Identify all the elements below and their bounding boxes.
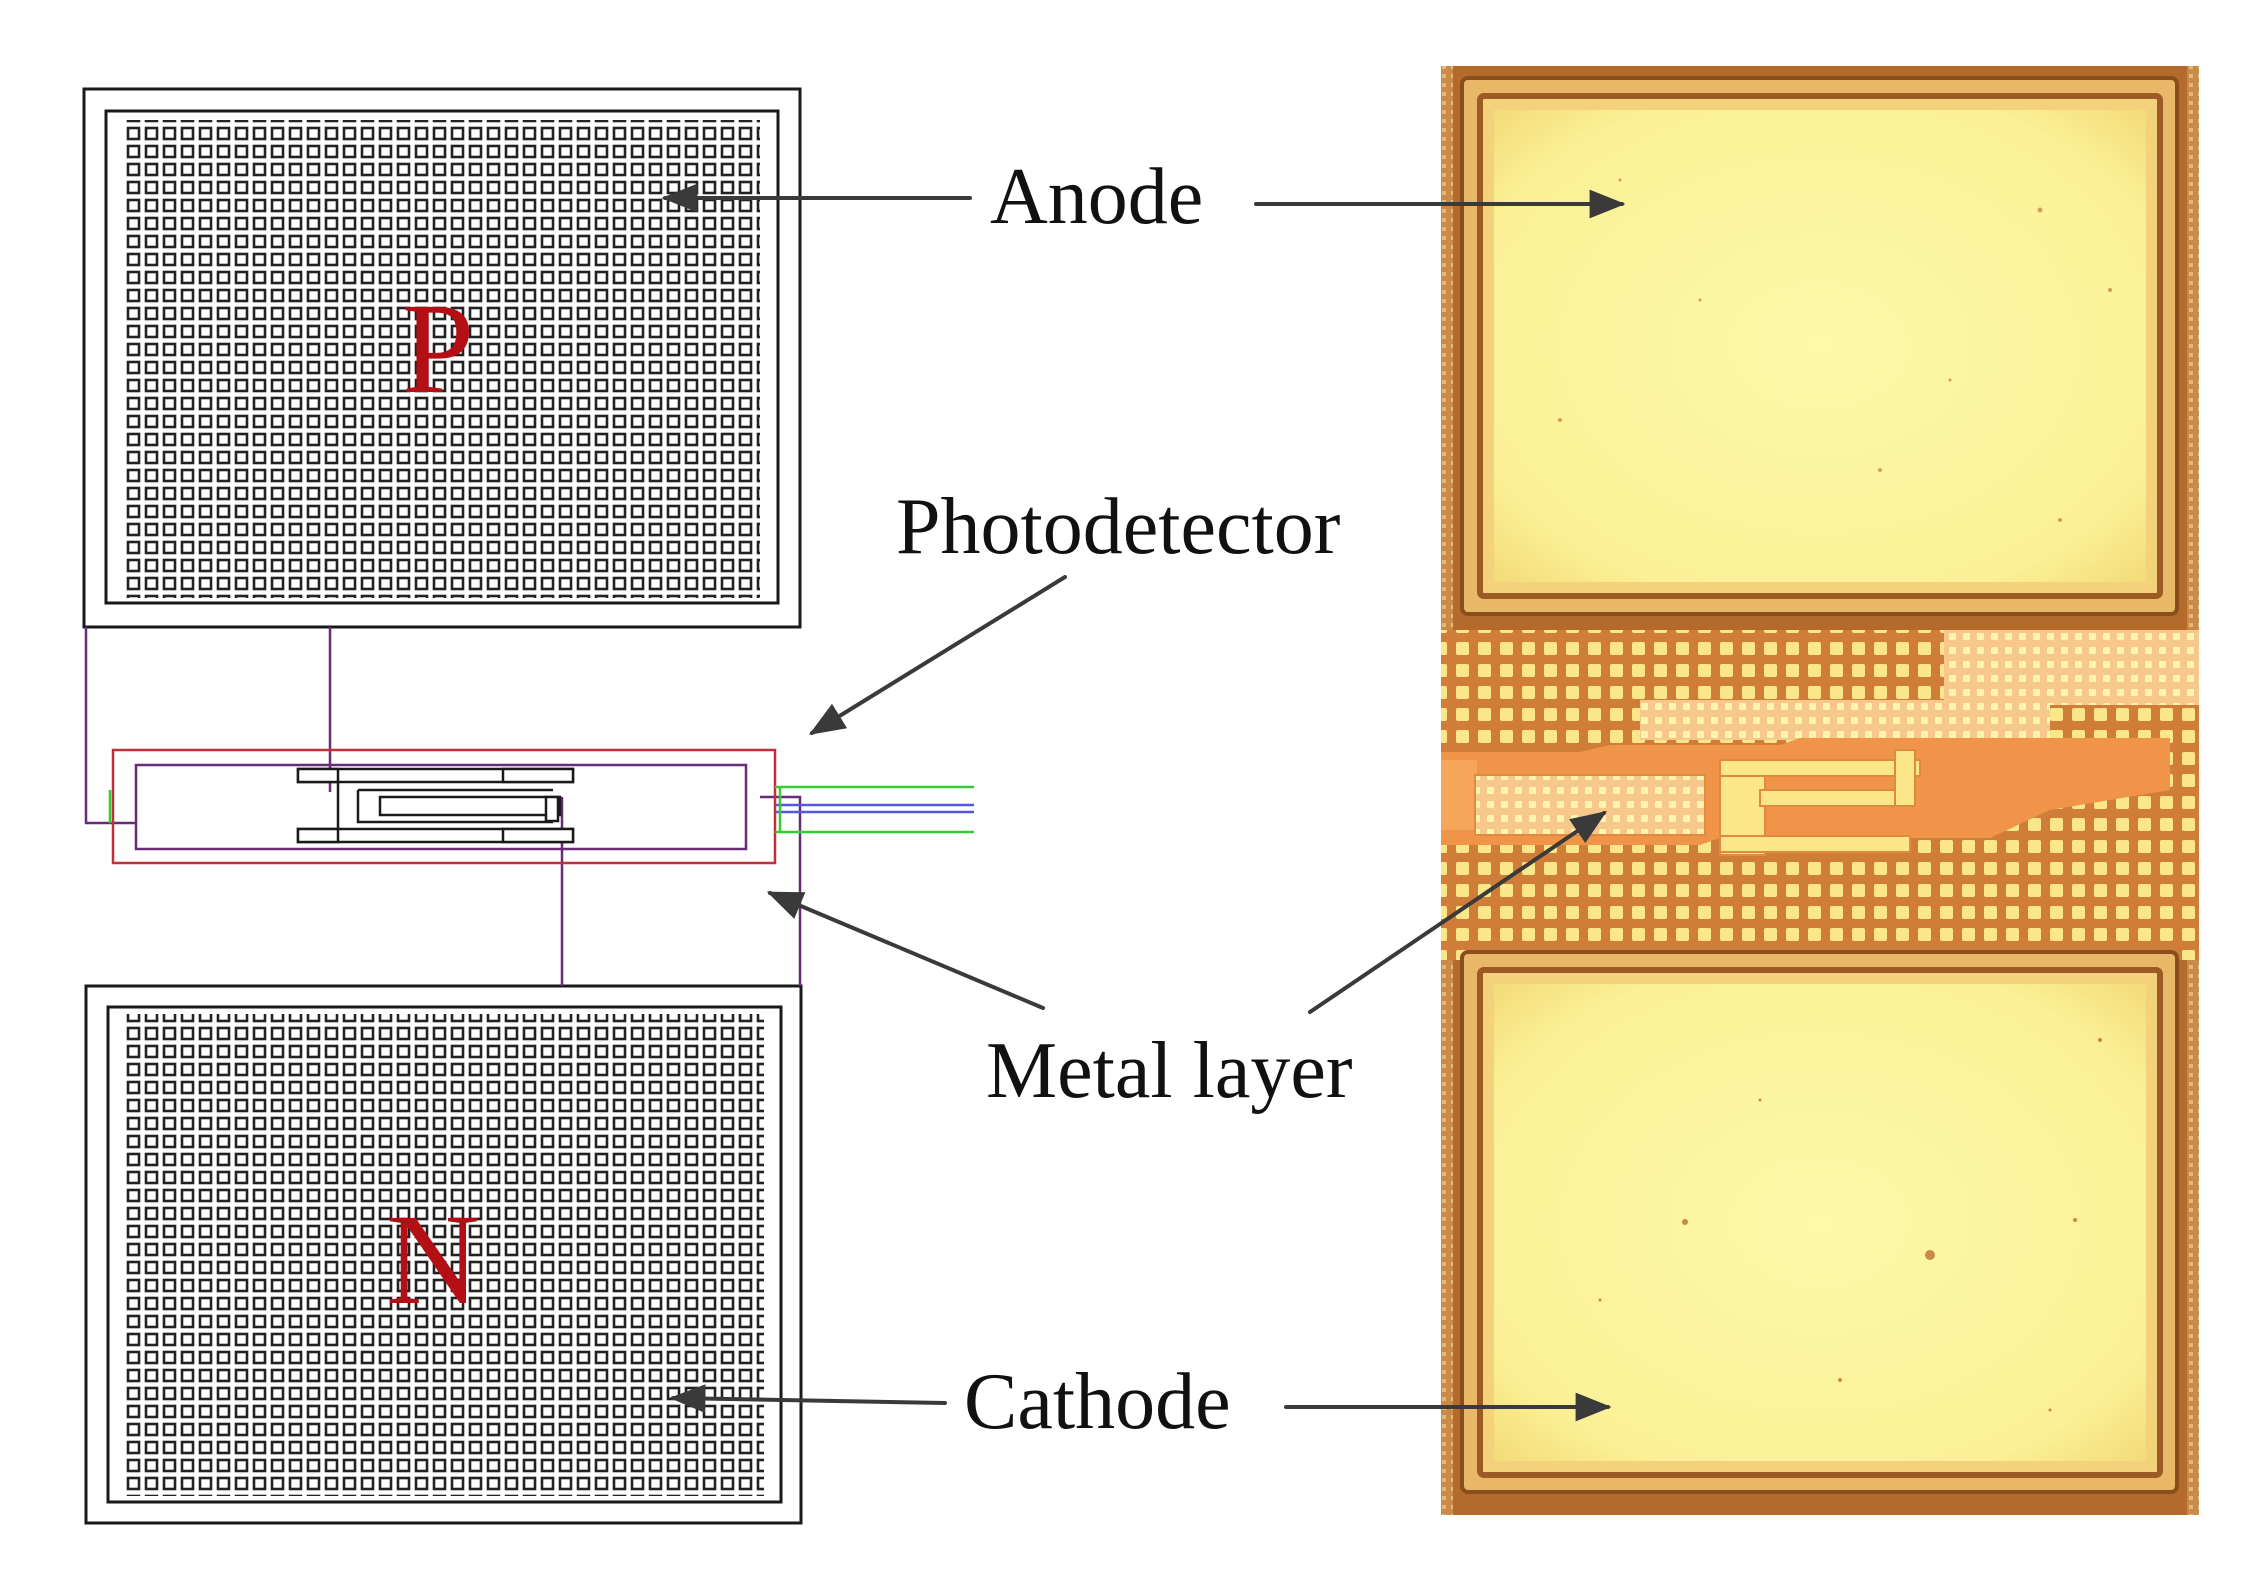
arrow-cathode-left [669,1384,947,1413]
callout-arrows [661,183,1626,1422]
anode-layout-pad: P [82,87,802,629]
photodetector-label: Photodetector [896,483,1340,571]
device-strip-photo [1441,630,2199,960]
interdigitated-electrodes [296,767,575,844]
waveguide [108,785,974,834]
arrow-metal-layer-left [766,891,1045,1010]
anode-label: Anode [990,153,1203,241]
photodetector-outline [111,748,777,865]
anode-via-array [124,120,760,598]
cathode-layout-pad: N [84,984,803,1525]
photo-electrodes [1474,749,1921,856]
cathode-label: Cathode [964,1358,1231,1446]
p-letter: P [402,277,474,421]
cathode-via-array [124,1014,764,1496]
anode-photo-pad [1460,76,2179,616]
arrow-photodetector [808,575,1067,735]
arrow-metal-layer-right [1308,810,1607,1014]
cathode-photo-pad [1460,950,2179,1494]
n-letter: N [386,1188,480,1332]
metal-routing [84,627,802,986]
layout-drawing: P N [82,87,974,1525]
chip-micrograph [1441,66,2199,1515]
metal-layer-label: Metal layer [986,1027,1352,1115]
